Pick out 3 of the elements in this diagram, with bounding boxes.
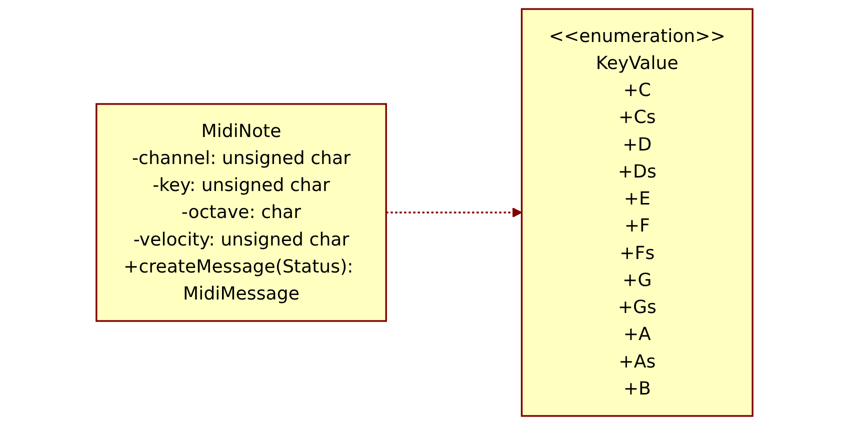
arrow [386, 208, 522, 218]
node-box: <<enumeration>> KeyValue +C +Cs +D +Ds +E +F +Fs +G +Gs +A +As +B [520, 8, 754, 417]
node-box: MidiNote -channel: unsigned char -key: unsigned char -octave: char -velocity: unsigned char +createMessage(Status): MidiMessage [96, 103, 387, 322]
